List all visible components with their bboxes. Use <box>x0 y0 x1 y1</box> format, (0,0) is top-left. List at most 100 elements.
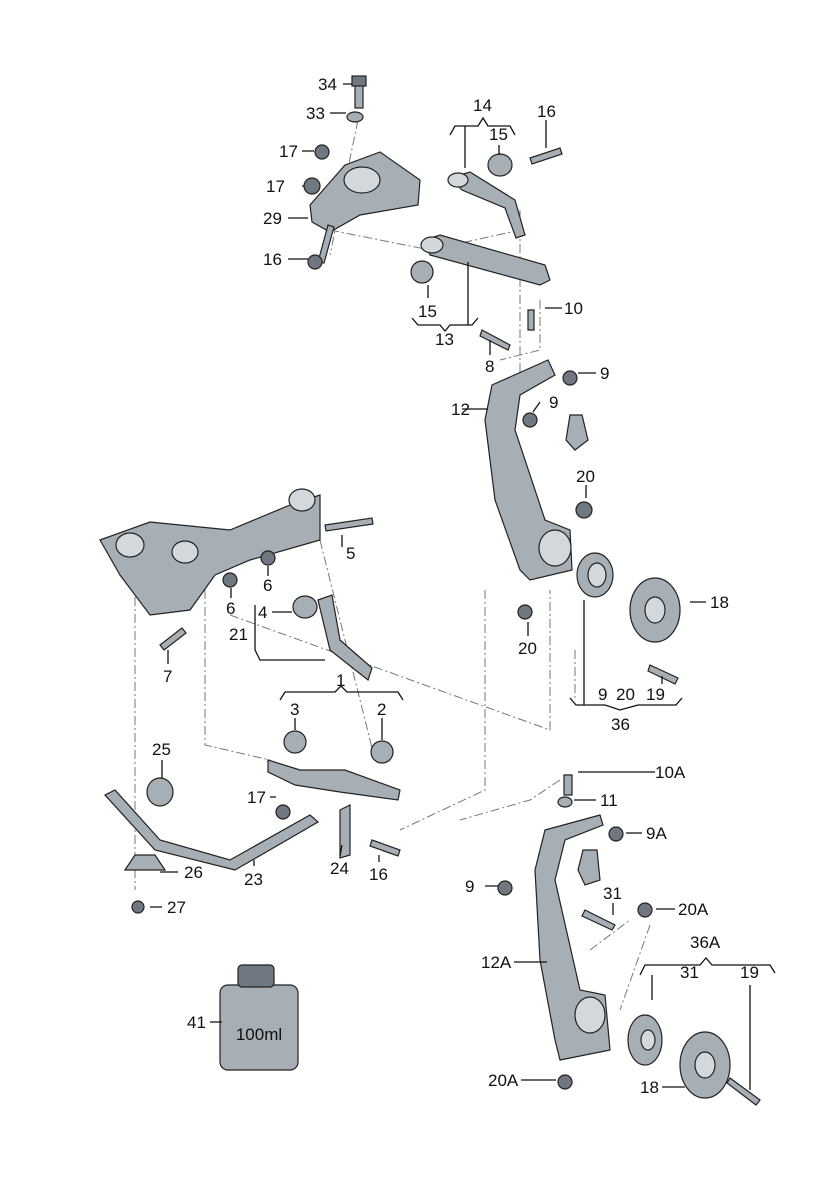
link-24 <box>339 804 351 859</box>
callout-19: 19 <box>740 963 759 982</box>
nut-27 <box>131 900 145 914</box>
callout-17: 17 <box>247 788 266 807</box>
callout-34: 34 <box>318 75 337 94</box>
nut-9-c <box>497 880 513 896</box>
nut-9-a <box>562 370 578 386</box>
bolt-10a <box>563 774 573 796</box>
callout-8: 8 <box>485 357 494 376</box>
callout-6: 6 <box>226 599 235 618</box>
callout-26: 26 <box>184 863 203 882</box>
nut-20a-a <box>637 902 653 918</box>
callout-9a: 9A <box>646 824 667 843</box>
washer-33 <box>346 111 364 123</box>
nut-20-b <box>517 604 533 620</box>
callout-17: 17 <box>279 142 298 161</box>
bolt-7 <box>159 627 187 651</box>
callout-31: 31 <box>603 884 622 903</box>
callout-1: 1 <box>336 671 345 690</box>
bolt-16-c <box>369 839 401 857</box>
callout-25: 25 <box>152 740 171 759</box>
bushing-2 <box>370 740 394 764</box>
callout-17: 17 <box>266 177 285 196</box>
callout-9: 9 <box>465 877 474 896</box>
callout-36: 36 <box>611 715 630 734</box>
callout-36a: 36A <box>690 933 721 952</box>
callout-19: 19 <box>646 685 665 704</box>
upper-arm-13 <box>420 234 551 286</box>
nut-17-a <box>314 144 330 160</box>
bolt-34 <box>351 75 367 109</box>
nut-6-a <box>260 550 276 566</box>
callout-20: 20 <box>518 639 537 658</box>
bushing-25 <box>146 777 174 807</box>
callout-9: 9 <box>549 393 558 412</box>
ball-joint <box>565 414 589 451</box>
callout-10: 10 <box>564 299 583 318</box>
callout-5: 5 <box>346 544 355 563</box>
callout-14: 14 <box>473 96 492 115</box>
callout-4: 4 <box>258 603 267 622</box>
callout-15: 15 <box>418 302 437 321</box>
callout-labels: 34 33 17 17 29 16 14 15 16 15 13 10 8 9 … <box>152 75 759 1097</box>
callout-3: 3 <box>290 700 299 719</box>
bushing-3 <box>283 730 307 754</box>
bracket-26 <box>123 854 167 871</box>
callout-20: 20 <box>576 467 595 486</box>
callout-2: 2 <box>377 700 386 719</box>
callout-9: 9 <box>598 685 607 704</box>
callout-41: 41 <box>187 1013 206 1032</box>
upper-arm-14 <box>447 171 526 239</box>
callout-20: 20 <box>616 685 635 704</box>
callout-20a: 20A <box>678 900 709 919</box>
callout-16: 16 <box>369 865 388 884</box>
wheel-hub-18 <box>629 577 681 643</box>
callout-11: 11 <box>600 791 618 810</box>
steering-knuckle-12 <box>484 359 573 581</box>
wheel-bearing <box>576 552 614 598</box>
wheel-hub-18-a <box>679 1031 731 1099</box>
callout-31: 31 <box>680 963 699 982</box>
callout-12: 12 <box>451 400 470 419</box>
bushing-15-b <box>410 260 434 284</box>
nut-17-c <box>275 804 291 820</box>
nut-17-b <box>303 177 321 195</box>
fluid-bottle-41: 100ml <box>219 964 299 1071</box>
callout-27: 27 <box>167 898 186 917</box>
strut-mount-29 <box>309 151 421 233</box>
callout-23: 23 <box>244 870 263 889</box>
assembly-lines <box>134 119 651 1011</box>
washer-11 <box>557 796 573 808</box>
callout-21: 21 <box>229 625 248 644</box>
bushing-4 <box>292 595 318 619</box>
subframe <box>99 488 321 616</box>
nut-9a <box>608 826 624 842</box>
callout-18: 18 <box>710 593 729 612</box>
bushing-15-a <box>487 153 513 177</box>
stabilizer-bar-23 <box>104 789 320 871</box>
bolt-5 <box>324 517 374 532</box>
lower-arm-21 <box>317 594 373 682</box>
wheel-bearing-31 <box>627 1014 663 1066</box>
lower-arm-1 <box>267 759 401 801</box>
callout-33: 33 <box>306 104 325 123</box>
nut-9-b <box>522 412 538 428</box>
bottle-label: 100ml <box>236 1025 282 1044</box>
callout-6: 6 <box>263 576 272 595</box>
ball-joint-a <box>577 849 601 886</box>
bolt-16-b <box>529 147 563 165</box>
nut-20a-b <box>557 1074 573 1090</box>
bolt-16-a <box>307 224 335 270</box>
nut-6-b <box>222 572 238 588</box>
callout-9: 9 <box>600 364 609 383</box>
callout-20a: 20A <box>488 1071 519 1090</box>
bolt-10 <box>527 309 535 331</box>
bolt-19-b <box>726 1077 761 1106</box>
callout-13: 13 <box>435 330 454 349</box>
callout-18: 18 <box>640 1078 659 1097</box>
callout-10a: 10A <box>655 763 686 782</box>
callout-16: 16 <box>537 102 556 121</box>
callout-16: 16 <box>263 250 282 269</box>
callout-15: 15 <box>489 125 508 144</box>
bolt-31 <box>581 909 616 931</box>
